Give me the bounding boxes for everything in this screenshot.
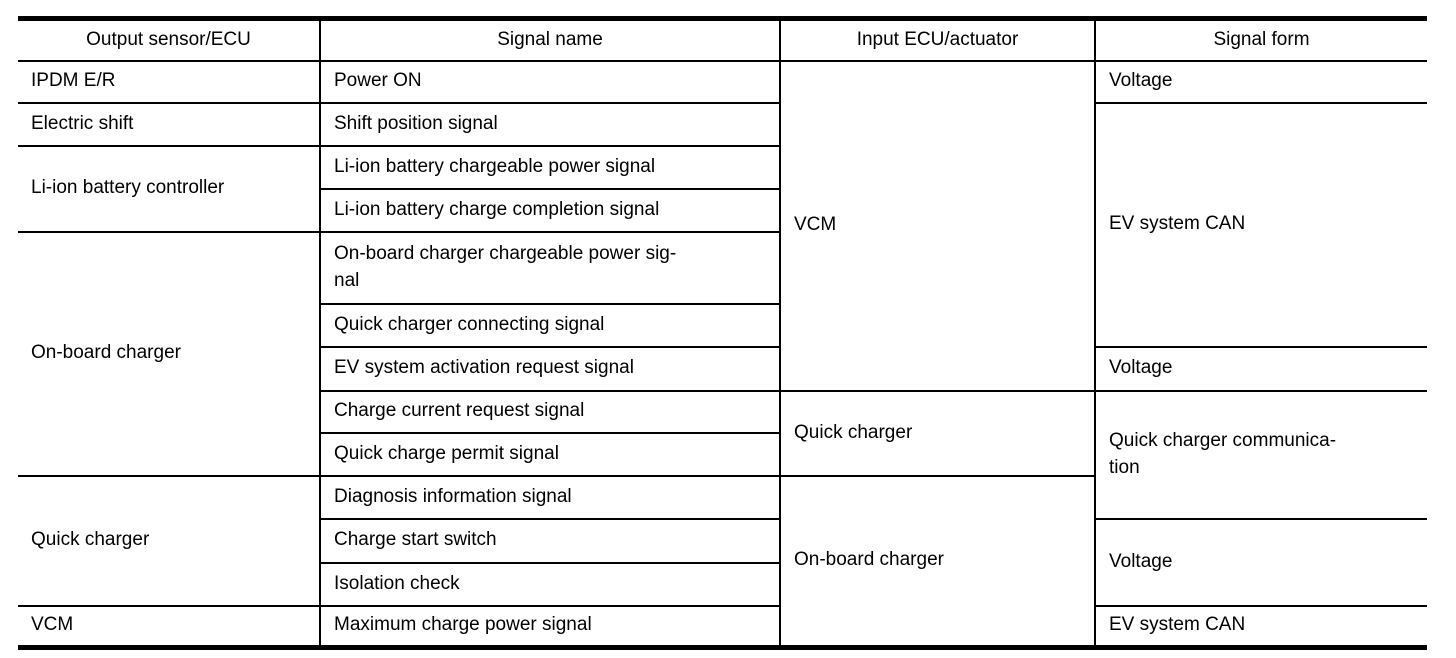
- col-header-signal-form: Signal form: [1094, 17, 1427, 62]
- input-ecu-cell: On-board charger: [779, 474, 1096, 649]
- header-row: Output sensor/ECU Signal name Input ECU/…: [18, 17, 1427, 62]
- output-sensor-cell: Electric shift: [18, 101, 321, 147]
- col-header-output-sensor-ecu: Output sensor/ECU: [18, 17, 321, 62]
- output-sensor-cell: Quick charger: [18, 474, 321, 607]
- signal-form-cell: EV system CAN: [1094, 604, 1427, 649]
- col-header-input-ecu-actuator: Input ECU/actuator: [779, 17, 1096, 62]
- table-row: Charge current request signal Quick char…: [18, 389, 1427, 520]
- col-header-signal-name: Signal name: [319, 17, 781, 62]
- signal-form-cell: Voltage: [1094, 59, 1427, 104]
- output-sensor-cell: Li-ion battery controller: [18, 144, 321, 233]
- signal-name-cell: Quick charge permit signal: [319, 431, 781, 477]
- signal-name-cell: On-board charger chargeable power sig- n…: [319, 230, 781, 305]
- signal-form-cell: Voltage: [1094, 517, 1427, 607]
- signal-form-cell: Quick charger communica- tion: [1094, 389, 1427, 520]
- signal-form-cell: Voltage: [1094, 345, 1427, 392]
- table-row: Quick charger connecting signal: [18, 302, 1427, 348]
- signal-name-cell: Li-ion battery chargeable power signal: [319, 144, 781, 190]
- table-row: Li-ion battery charge completion signal: [18, 187, 1427, 233]
- signal-name-cell: Shift position signal: [319, 101, 781, 147]
- table-row: Quick charge permit signal: [18, 431, 1427, 477]
- table-row: EV system activation request signal Volt…: [18, 345, 1427, 392]
- table-row: IPDM E/R Power ON VCM Voltage: [18, 59, 1427, 392]
- signal-name-cell: Charge current request signal: [319, 389, 781, 434]
- signal-name-cell: Power ON: [319, 59, 781, 104]
- output-sensor-cell: IPDM E/R: [18, 59, 321, 104]
- input-ecu-cell: Quick charger: [779, 389, 1096, 477]
- signal-name-cell: Li-ion battery charge completion signal: [319, 187, 781, 233]
- output-sensor-cell: On-board charger: [18, 230, 321, 477]
- table-row: Quick charger Diagnosis information sign…: [18, 474, 1427, 649]
- signal-name-cell: EV system activation request signal: [319, 345, 781, 392]
- table-row: VCM Maximum charge power signal EV syste…: [18, 604, 1427, 649]
- signal-table: Output sensor/ECU Signal name Input ECU/…: [18, 16, 1427, 650]
- signal-name-cell: Diagnosis information signal: [319, 474, 781, 520]
- table-row: On-board charger On-board charger charge…: [18, 230, 1427, 477]
- table-row: Isolation check: [18, 561, 1427, 607]
- table-row: Electric shift Shift position signal EV …: [18, 101, 1427, 348]
- table-row: Charge start switch Voltage: [18, 517, 1427, 607]
- signal-form-cell: EV system CAN: [1094, 101, 1427, 348]
- signal-name-cell: Isolation check: [319, 561, 781, 607]
- signal-name-cell: Quick charger connecting signal: [319, 302, 781, 348]
- signal-name-cell: Charge start switch: [319, 517, 781, 564]
- input-ecu-cell: VCM: [779, 59, 1096, 392]
- table-row: Li-ion battery controller Li-ion battery…: [18, 144, 1427, 233]
- output-sensor-cell: VCM: [18, 604, 321, 649]
- signal-name-cell: Maximum charge power signal: [319, 604, 781, 649]
